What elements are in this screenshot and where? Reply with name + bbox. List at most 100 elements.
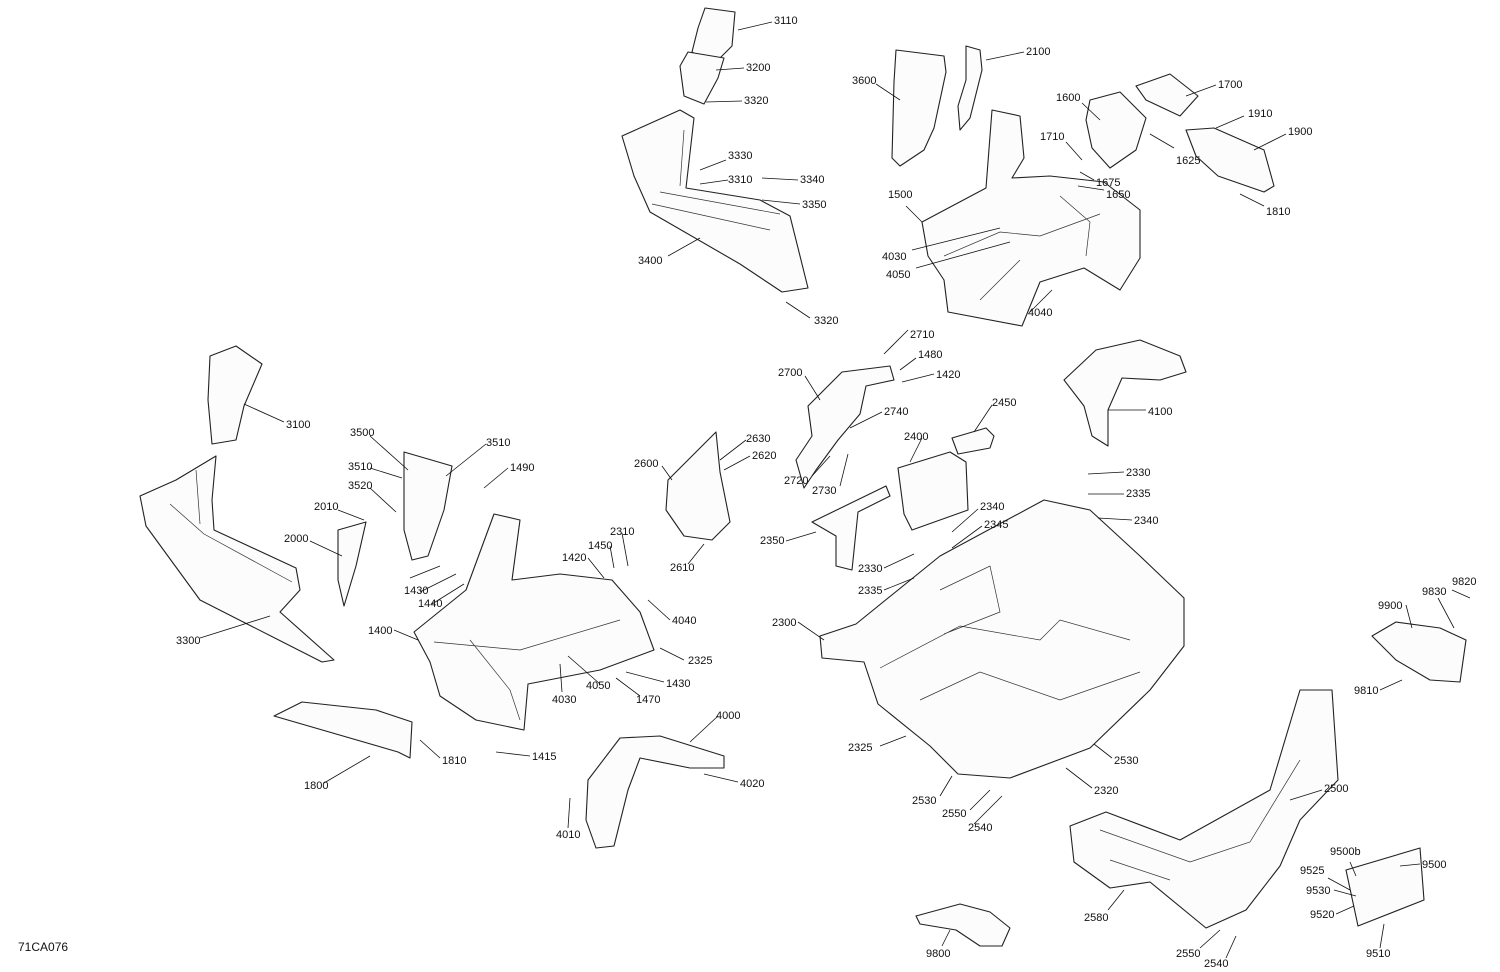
callout-3330: 3330 [728, 150, 752, 162]
callout-2540: 2540 [968, 822, 992, 834]
callout-1430: 1430 [404, 585, 428, 597]
callout-2730: 2730 [812, 485, 836, 497]
part-2600 [665, 431, 731, 541]
callout-2330: 2330 [858, 563, 882, 575]
callout-1810: 1810 [1266, 206, 1290, 218]
callout-4010: 4010 [556, 829, 580, 841]
part-2300 [819, 499, 1185, 779]
callout-3300: 3300 [176, 635, 200, 647]
callout-3100: 3100 [286, 419, 310, 431]
leader-lines [199, 21, 1471, 959]
callout-4100: 4100 [1148, 406, 1172, 418]
callout-9830: 9830 [1422, 586, 1446, 598]
callout-3510: 3510 [348, 461, 372, 473]
callout-2740: 2740 [884, 406, 908, 418]
callout-1700: 1700 [1218, 79, 1242, 91]
callout-2310: 2310 [610, 526, 634, 538]
part-9500 [1345, 847, 1425, 927]
part-1700 [1135, 73, 1199, 117]
part-2500 [1069, 689, 1339, 929]
callout-2710: 2710 [910, 329, 934, 341]
callout-2000: 2000 [284, 533, 308, 545]
callout-1480: 1480 [918, 349, 942, 361]
part-3100 [207, 345, 263, 445]
callout-1490: 1490 [510, 462, 534, 474]
callout-9800: 9800 [926, 948, 950, 960]
callout-1420: 1420 [562, 552, 586, 564]
callout-1600: 1600 [1056, 92, 1080, 104]
callout-2700: 2700 [778, 367, 802, 379]
callout-2720: 2720 [784, 475, 808, 487]
callout-2550: 2550 [942, 808, 966, 820]
callout-1710: 1710 [1040, 131, 1064, 143]
callout-2330: 2330 [1126, 467, 1150, 479]
callout-3320: 3320 [744, 95, 768, 107]
part-2000 [337, 521, 367, 607]
callout-3400: 3400 [638, 255, 662, 267]
callout-2325: 2325 [848, 742, 872, 754]
callout-3310: 3310 [728, 174, 752, 186]
callout-9525: 9525 [1300, 865, 1324, 877]
callout-2340: 2340 [980, 501, 1004, 513]
callout-1675: 1675 [1096, 177, 1120, 189]
callout-1470: 1470 [636, 694, 660, 706]
callout-9900: 9900 [1378, 600, 1402, 612]
callout-3320: 3320 [814, 315, 838, 327]
callout-2010: 2010 [314, 501, 338, 513]
callout-1810: 1810 [442, 755, 466, 767]
callout-1625: 1625 [1176, 155, 1200, 167]
callout-4040: 4040 [1028, 307, 1052, 319]
callout-1440: 1440 [418, 598, 442, 610]
callout-1420: 1420 [936, 369, 960, 381]
callout-9820: 9820 [1452, 576, 1476, 588]
part-3600 [891, 49, 947, 167]
part-1900 [1185, 127, 1275, 193]
callout-2350: 2350 [760, 535, 784, 547]
callout-4050: 4050 [886, 269, 910, 281]
part-3500 [403, 451, 453, 561]
callout-2500: 2500 [1324, 783, 1348, 795]
part-2350 [811, 485, 891, 571]
part-3400 [621, 109, 809, 293]
callout-1400: 1400 [368, 625, 392, 637]
callout-2620: 2620 [752, 450, 776, 462]
part-outlines [139, 7, 1467, 947]
part-2400 [897, 451, 969, 531]
callout-2610: 2610 [670, 562, 694, 574]
part-3300 [139, 455, 335, 663]
callout-2600: 2600 [634, 458, 658, 470]
callout-3350: 3350 [802, 199, 826, 211]
part-1500 [921, 109, 1141, 327]
callout-2450: 2450 [992, 397, 1016, 409]
part-9800 [915, 903, 1011, 947]
callout-2550: 2550 [1176, 948, 1200, 960]
callout-2580: 2580 [1084, 912, 1108, 924]
callout-3510: 3510 [486, 437, 510, 449]
part-1800 [273, 701, 413, 759]
callout-3520: 3520 [348, 480, 372, 492]
callout-2630: 2630 [746, 433, 770, 445]
callout-9520: 9520 [1310, 909, 1334, 921]
callout-2300: 2300 [772, 617, 796, 629]
callout-1450: 1450 [588, 540, 612, 552]
callout-3600: 3600 [852, 75, 876, 87]
callout-9530: 9530 [1306, 885, 1330, 897]
callout-1910: 1910 [1248, 108, 1272, 120]
callout-9500b: 9500b [1330, 846, 1361, 858]
callout-3200: 3200 [746, 62, 770, 74]
part-3200 [679, 51, 725, 105]
callout-4000: 4000 [716, 710, 740, 722]
part-2450 [951, 427, 995, 455]
part-1600 [1085, 91, 1147, 169]
callout-2340: 2340 [1134, 515, 1158, 527]
callout-3500: 3500 [350, 427, 374, 439]
part-1400 [413, 513, 655, 731]
part-4000 [585, 735, 725, 849]
callout-4050: 4050 [586, 680, 610, 692]
callout-9510: 9510 [1366, 948, 1390, 960]
callout-2100: 2100 [1026, 46, 1050, 58]
callout-9500: 9500 [1422, 859, 1446, 871]
part-4100 [1063, 339, 1187, 447]
callout-2540: 2540 [1204, 958, 1228, 970]
